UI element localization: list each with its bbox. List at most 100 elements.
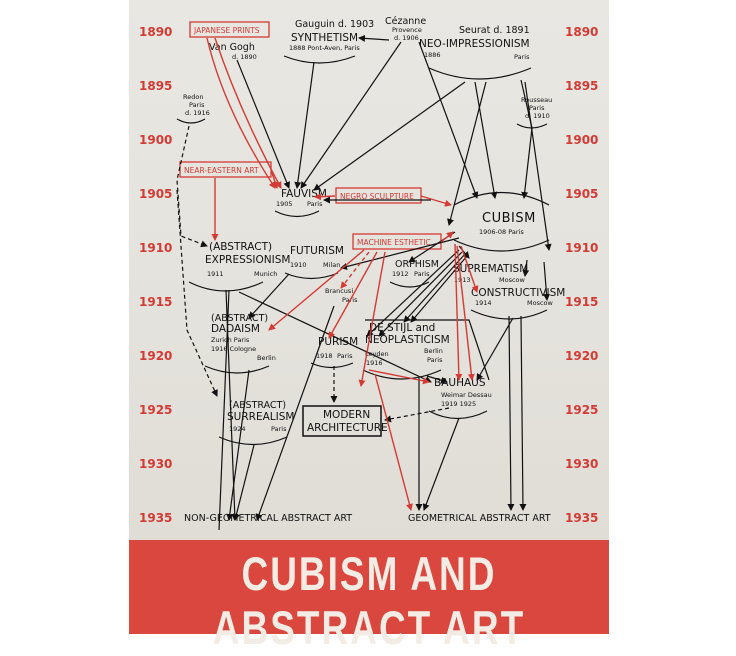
node-negro-sculpture: NEGRO SCULPTURE (335, 187, 422, 204)
svg-text:NEAR-EASTERN ART: NEAR-EASTERN ART (184, 166, 259, 175)
node-futurism: FUTURISM 1910 Milan (284, 245, 344, 280)
svg-text:Paris: Paris (414, 270, 430, 278)
svg-text:1918: 1918 (316, 352, 333, 360)
svg-text:d. 1906: d. 1906 (394, 34, 419, 42)
year-label: 1890 (565, 25, 598, 39)
svg-text:Moscow: Moscow (499, 276, 526, 284)
svg-text:Cézanne: Cézanne (385, 16, 426, 27)
year-label: 1900 (139, 133, 172, 147)
svg-text:Zurich Paris: Zurich Paris (211, 336, 250, 344)
year-label: 1925 (139, 403, 172, 417)
svg-text:d. 1916: d. 1916 (185, 109, 210, 117)
svg-text:Moscow: Moscow (527, 299, 554, 307)
year-axis-left: 1890 1895 1900 1905 1910 1915 1920 1925 … (139, 25, 172, 525)
svg-text:(ABSTRACT): (ABSTRACT) (211, 313, 268, 324)
svg-text:Munich: Munich (254, 270, 277, 278)
svg-text:Paris: Paris (337, 352, 353, 360)
svg-text:MACHINE ESTHETIC: MACHINE ESTHETIC (357, 238, 431, 247)
node-constructivism: CONSTRUCTIVISM 1913 Moscow 1914 Moscow (454, 276, 565, 320)
svg-text:d. 1910: d. 1910 (525, 112, 550, 120)
svg-text:1916 Cologne: 1916 Cologne (211, 345, 256, 353)
node-abstract-expressionism: (ABSTRACT) EXPRESSIONISM 1911 Munich (188, 241, 290, 292)
year-label: 1925 (565, 403, 598, 417)
svg-text:NEGRO SCULPTURE: NEGRO SCULPTURE (340, 192, 414, 201)
node-abstract-surrealism: (ABSTRACT) SURREALISM 1924 Paris (218, 400, 294, 446)
svg-text:GEOMETRICAL ABSTRACT ART: GEOMETRICAL ABSTRACT ART (408, 513, 551, 524)
node-abstract-dadaism: (ABSTRACT) DADAISM Zurich Paris 1916 Col… (204, 313, 276, 374)
node-orphism: ORPHISM 1912 Paris (389, 259, 439, 288)
red-arrows (206, 37, 479, 511)
svg-text:FUTURISM: FUTURISM (290, 245, 344, 257)
dashed-arrows (176, 125, 450, 423)
year-label: 1895 (565, 79, 598, 93)
year-label: 1915 (565, 295, 598, 309)
svg-text:Weimar Dessau: Weimar Dessau (441, 391, 492, 399)
svg-text:1906-08 Paris: 1906-08 Paris (479, 228, 524, 236)
svg-text:SUPREMATISM: SUPREMATISM (453, 263, 528, 275)
svg-text:Milan: Milan (323, 261, 340, 269)
node-gauguin-synthetism: Gauguin d. 1903 SYNTHETISM 1888 Pont-Ave… (283, 19, 374, 64)
year-label: 1905 (565, 187, 598, 201)
svg-text:1886: 1886 (424, 51, 441, 59)
svg-text:Brancusi: Brancusi (325, 287, 353, 295)
node-suprematism: SUPREMATISM (453, 263, 528, 275)
node-van-gogh: Van Gogh d. 1890 (209, 42, 257, 61)
svg-text:CUBISM: CUBISM (482, 211, 536, 226)
node-purism: PURISM 1918 Paris (310, 336, 358, 369)
svg-text:Provence: Provence (392, 26, 422, 34)
svg-text:1913: 1913 (454, 276, 471, 284)
svg-text:Paris: Paris (189, 101, 205, 109)
svg-text:NEOPLASTICISM: NEOPLASTICISM (365, 334, 450, 346)
book-cover: CUBISM AND ABSTRACT ART 1890 1895 1900 1… (129, 0, 609, 654)
year-label: 1900 (565, 133, 598, 147)
svg-text:1888 Pont-Aven, Paris: 1888 Pont-Aven, Paris (289, 44, 360, 52)
svg-text:Berlin: Berlin (424, 347, 443, 355)
svg-text:Rousseau: Rousseau (521, 96, 552, 104)
node-seurat-neo-impressionism: Seurat d. 1891 NEO-IMPRESSIONISM 1886 Pa… (419, 25, 532, 80)
year-label: 1920 (139, 349, 172, 363)
book-title: CUBISM AND ABSTRACT ART (212, 548, 526, 655)
black-arrows (218, 34, 552, 531)
node-japanese-prints: JAPANESE PRINTS (189, 21, 270, 38)
svg-text:1912: 1912 (392, 270, 409, 278)
node-geometrical: GEOMETRICAL ABSTRACT ART (408, 513, 551, 524)
svg-text:Paris: Paris (271, 425, 287, 433)
year-label: 1910 (139, 241, 172, 255)
svg-text:FAUVISM: FAUVISM (281, 188, 327, 200)
year-label: 1935 (565, 511, 598, 525)
svg-text:Paris: Paris (427, 356, 443, 364)
node-rousseau: Rousseau Paris d. 1910 (516, 96, 552, 129)
node-redon: Redon Paris d. 1916 (176, 93, 210, 124)
year-label: 1930 (565, 457, 598, 471)
svg-text:1924: 1924 (229, 425, 246, 433)
node-modern-architecture: MODERN ARCHITECTURE (302, 405, 388, 437)
node-machine-esthetic: MACHINE ESTHETIC (352, 233, 442, 250)
year-label: 1905 (139, 187, 172, 201)
svg-text:Seurat d. 1891: Seurat d. 1891 (459, 25, 530, 36)
svg-text:1919 1925: 1919 1925 (441, 400, 476, 408)
svg-text:1905: 1905 (276, 200, 293, 208)
node-cezanne: Cézanne Provence d. 1906 (385, 16, 426, 42)
node-non-geometrical: NON-GEOMETRICAL ABSTRACT ART (184, 513, 352, 524)
year-axis-right: 1890 1895 1900 1905 1910 1915 1920 1925 … (565, 25, 598, 525)
svg-text:MODERN: MODERN (323, 409, 370, 421)
svg-text:d. 1890: d. 1890 (232, 53, 257, 61)
year-label: 1930 (139, 457, 172, 471)
svg-text:Paris: Paris (529, 104, 545, 112)
svg-text:EXPRESSIONISM: EXPRESSIONISM (205, 254, 290, 266)
svg-text:Redon: Redon (183, 93, 203, 101)
svg-text:1916: 1916 (366, 359, 383, 367)
svg-text:Paris: Paris (307, 200, 323, 208)
svg-text:Van Gogh: Van Gogh (209, 42, 255, 53)
svg-text:SYNTHETISM: SYNTHETISM (291, 32, 358, 44)
svg-text:(ABSTRACT): (ABSTRACT) (229, 400, 286, 411)
svg-text:ORPHISM: ORPHISM (395, 259, 439, 270)
svg-text:JAPANESE PRINTS: JAPANESE PRINTS (193, 26, 260, 35)
year-label: 1915 (139, 295, 172, 309)
influence-diagram: 1890 1895 1900 1905 1910 1915 1920 1925 … (139, 16, 598, 531)
year-label: 1910 (565, 241, 598, 255)
svg-text:Berlin: Berlin (257, 354, 276, 362)
svg-text:Gauguin d. 1903: Gauguin d. 1903 (295, 19, 374, 30)
svg-text:ARCHITECTURE: ARCHITECTURE (307, 422, 388, 434)
svg-text:NON-GEOMETRICAL ABSTRACT ART: NON-GEOMETRICAL ABSTRACT ART (184, 513, 352, 524)
